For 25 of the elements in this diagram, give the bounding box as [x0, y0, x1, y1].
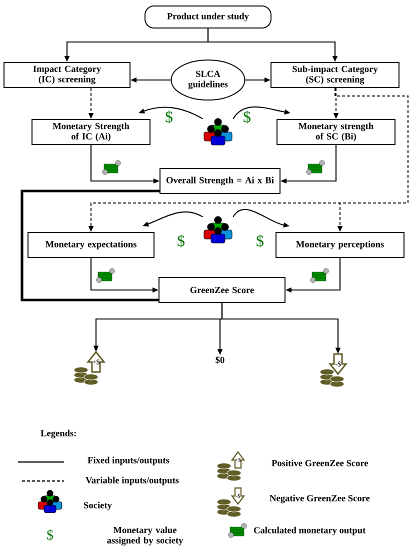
dollar-sign: $: [244, 110, 251, 124]
process-box: Overall Strength = Ai x Bi: [160, 168, 280, 194]
process-box: Monetary Strength of IC (Ai): [32, 119, 150, 145]
legend-text: Negative GreenZee Score: [270, 494, 370, 504]
legend-title: Legends:: [40, 430, 76, 438]
legend-text: Fixed inputs/outputs: [88, 456, 170, 466]
process-box: GreenZee Score: [158, 277, 286, 303]
legend-text: Calculated monetary output: [254, 526, 366, 536]
outcome-text: $0: [216, 356, 224, 364]
process-box: Impact Category (IC) screening: [4, 62, 130, 88]
people-icon: [204, 216, 232, 244]
process-box: Monetary strength of SC (Bi): [276, 119, 396, 145]
start-box: Product under study: [144, 6, 272, 28]
dollar-sign: $: [166, 110, 173, 124]
legend-text: Monetary value assigned by society: [107, 526, 184, 546]
process-box: Monetary perceptions: [276, 232, 404, 258]
legend-text: Positive GreenZee Score: [272, 460, 368, 466]
legend-text: Society: [84, 502, 112, 510]
legend-text: Variable inputs/outputs: [86, 476, 179, 486]
dollar-sign: $: [178, 234, 185, 248]
process-box: Monetary expectations: [28, 232, 154, 258]
process-box: Sub-impact Category (SC) screening: [270, 62, 400, 88]
dollar-sign: $: [256, 234, 264, 248]
people-icon: [204, 118, 232, 146]
dollar-sign: $: [47, 529, 54, 541]
